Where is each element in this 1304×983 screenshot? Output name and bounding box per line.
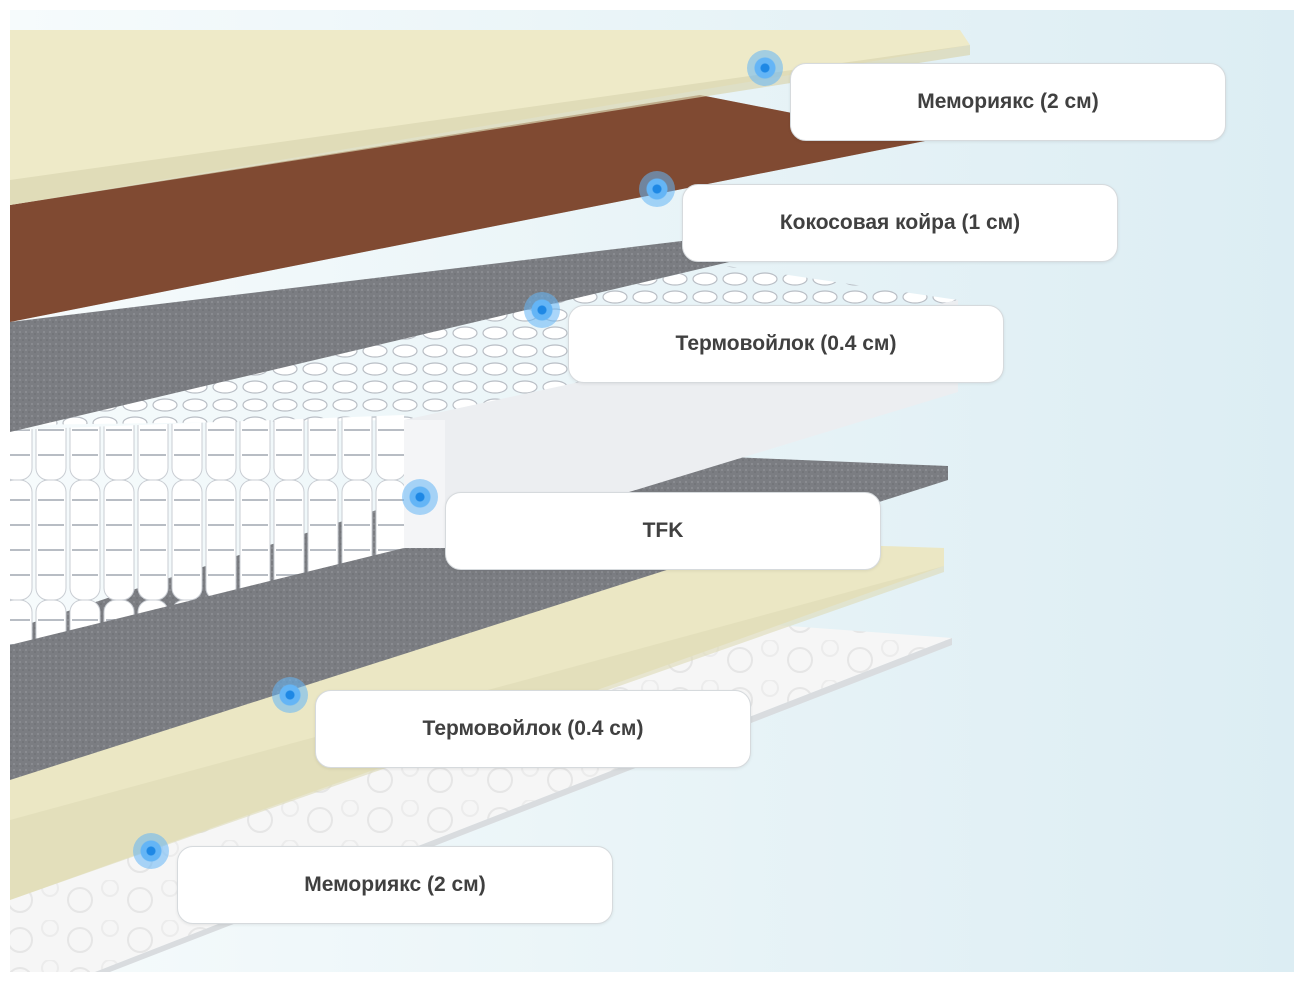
layer-memory-foam-top	[10, 30, 970, 205]
callout-label: TFK	[642, 519, 684, 542]
callout-coconut-coir: Кокосовая койра (1 см)	[682, 184, 1118, 262]
marker-dot-2	[639, 171, 675, 207]
marker-dot-5	[272, 677, 308, 713]
callout-thermofelt-top: Термовойлок (0.4 см)	[568, 305, 1004, 383]
marker-dot-1	[747, 50, 783, 86]
marker-dot-3	[524, 292, 560, 328]
callout-tfk: TFK	[445, 492, 881, 570]
callout-memory-foam-top: Мемориякс (2 см)	[790, 63, 1226, 141]
callout-memory-foam-bottom: Мемориякс (2 см)	[177, 846, 613, 924]
callout-label: Термовойлок (0.4 см)	[422, 717, 644, 740]
marker-dot-4	[402, 479, 438, 515]
layer-coconut-coir	[10, 95, 930, 322]
callout-label: Мемориякс (2 см)	[304, 873, 486, 896]
callout-label: Мемориякс (2 см)	[917, 90, 1099, 113]
callout-label: Термовойлок (0.4 см)	[675, 332, 897, 355]
callout-label: Кокосовая койра (1 см)	[779, 211, 1021, 234]
marker-dot-6	[133, 833, 169, 869]
callout-thermofelt-bottom: Термовойлок (0.4 см)	[315, 690, 751, 768]
layer-thermofelt-top	[10, 240, 780, 432]
